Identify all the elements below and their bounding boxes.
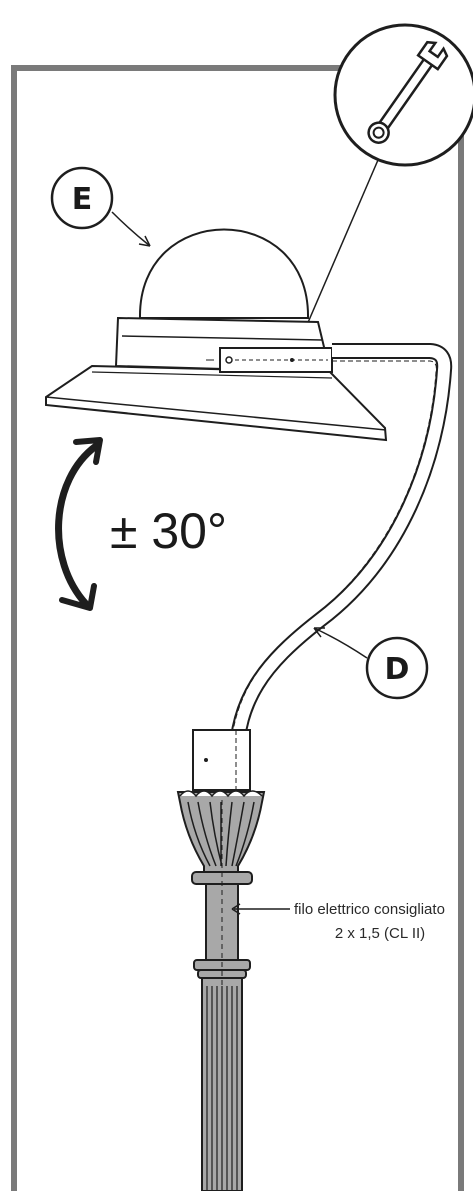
callout-d-pointer xyxy=(313,627,368,659)
callout-d-arrow xyxy=(313,627,325,638)
pole-sleeve xyxy=(192,729,251,791)
callout-d-label: D xyxy=(385,652,410,687)
callout-e-arrow xyxy=(138,235,151,247)
lamp-dome xyxy=(138,228,310,319)
callout-d-circle xyxy=(365,636,429,700)
diagram-frame xyxy=(11,65,360,1191)
wrench-callout xyxy=(333,23,473,167)
lamp-bracket xyxy=(206,347,333,373)
callout-e-circle xyxy=(50,166,114,230)
wire-note-line2: 2 x 1,5 (CL II) xyxy=(335,925,425,942)
curved-arm xyxy=(228,343,453,770)
wrench-icon xyxy=(367,40,449,144)
wire-note-line1: filo elettrico consigliato xyxy=(294,901,445,918)
rotation-arrow-up-icon xyxy=(73,437,103,465)
rotation-arrow-down-icon xyxy=(59,583,97,611)
wire-pointer-arrow xyxy=(231,903,241,915)
lamp-shade xyxy=(45,364,388,442)
rotation-label: ± 30° xyxy=(110,503,227,559)
callout-e-pointer xyxy=(111,211,151,247)
lamp-pole xyxy=(176,790,266,1191)
lamp-head xyxy=(45,228,388,442)
callout-e-label: E xyxy=(72,182,93,217)
rotation-indicator xyxy=(55,437,103,611)
